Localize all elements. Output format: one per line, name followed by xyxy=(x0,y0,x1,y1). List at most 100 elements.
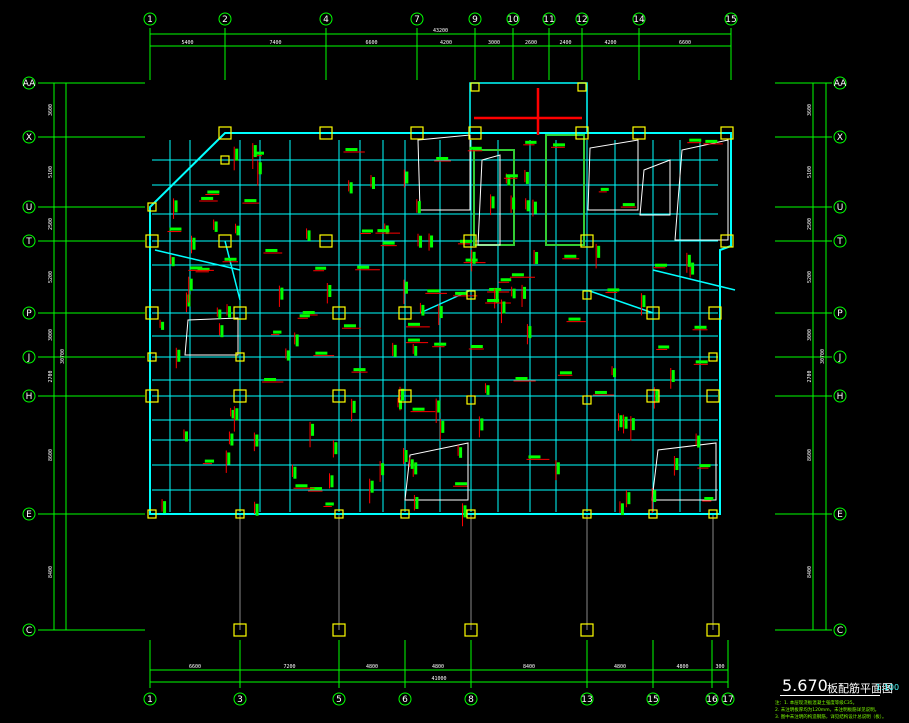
column xyxy=(580,234,594,248)
rebar-tag xyxy=(495,290,499,303)
rebar-tag xyxy=(192,237,196,250)
column xyxy=(147,202,157,212)
rebar-tag xyxy=(345,148,358,152)
axis-bubble-right-circle xyxy=(833,350,847,364)
rebar-tag xyxy=(231,409,235,419)
rebar-tag xyxy=(505,174,518,178)
axis-bubble-bottom-label: 6 xyxy=(402,695,408,705)
rebar-tag xyxy=(441,420,445,433)
left-segment-dim-label: 8600 xyxy=(48,449,54,461)
bottom-segment-dim-label: 4800 xyxy=(366,664,378,670)
right-segment-dim-label: 3000 xyxy=(807,329,813,341)
axis-bubble-left-label: C xyxy=(26,626,32,636)
title-underline xyxy=(780,695,880,696)
rebar-tag xyxy=(430,235,434,248)
top-segment-dim-label: 6600 xyxy=(365,40,377,46)
axis-bubble-bottom-circle xyxy=(721,692,735,706)
rebar-tag xyxy=(414,345,418,356)
rebar-tag xyxy=(511,273,524,277)
axis-bubble-right-label: E xyxy=(837,510,843,520)
slab-openings xyxy=(184,134,729,501)
rebar-tag xyxy=(265,248,278,252)
rebar-tag xyxy=(398,399,402,410)
rebar-tag xyxy=(299,314,310,318)
column xyxy=(332,389,346,403)
axis-bubble-left-circle xyxy=(22,306,36,320)
axis-bubble-top-circle xyxy=(632,12,646,26)
slab-opening xyxy=(639,159,671,216)
column xyxy=(400,509,410,519)
axis-bubble-bottom-label: 1 xyxy=(147,695,153,705)
rebar-tag xyxy=(295,484,308,488)
rebar-tag xyxy=(410,459,414,469)
rebar-tag xyxy=(528,455,541,459)
rebar-tag xyxy=(244,199,257,203)
axis-bubble-right-circle xyxy=(833,200,847,214)
column xyxy=(233,623,247,637)
rebar-tag xyxy=(553,143,566,147)
rebar-tag xyxy=(407,338,420,342)
axis-bubble-bottom-label: 5 xyxy=(336,695,342,705)
rebar-tag xyxy=(280,287,284,300)
axis-bubble-top-circle xyxy=(724,12,738,26)
rebar-tag xyxy=(480,418,484,431)
left-segment-dim-label: 5100 xyxy=(48,166,54,178)
rebar-tag xyxy=(437,400,441,413)
slab-opening xyxy=(184,317,239,356)
rebar-tag xyxy=(258,162,262,175)
top-total-dim-label: 43200 xyxy=(433,28,448,34)
axis-bubble-right-label: J xyxy=(838,353,842,363)
rebar-tag xyxy=(227,452,231,465)
axis-bubble-bottom-label: 16 xyxy=(706,695,718,705)
rebar-tag xyxy=(502,301,506,314)
rebar-tag xyxy=(197,267,210,271)
axis-bubble-left-label: U xyxy=(26,203,33,213)
axis-bubble-bottom-circle xyxy=(398,692,412,706)
right-segment-dim-label: 5100 xyxy=(807,166,813,178)
rebar-tag xyxy=(214,221,218,232)
rebar-tag xyxy=(697,435,701,448)
rebar-tag xyxy=(415,496,419,509)
rebar-tag xyxy=(694,325,707,329)
rebar-tag xyxy=(163,501,167,514)
axis-bubble-bottom-circle xyxy=(233,692,247,706)
rebar-tag xyxy=(224,257,237,261)
rebar-tag xyxy=(704,497,714,501)
rebar-tag xyxy=(528,326,532,339)
column xyxy=(582,509,592,519)
rebar-tag xyxy=(507,175,511,186)
rebar-tag xyxy=(235,148,239,161)
right-segment-dim-label: 8400 xyxy=(807,566,813,578)
axis-bubble-left-label: AA xyxy=(23,79,36,89)
column xyxy=(233,389,247,403)
slab-opening xyxy=(674,139,729,241)
axis-bubble-top-circle xyxy=(410,12,424,26)
rebar-tag xyxy=(174,200,178,213)
axis-bubble-bottom-label: 15 xyxy=(647,695,658,705)
axis-bubble-left-label: P xyxy=(26,309,32,319)
rebar-tag xyxy=(407,322,420,326)
axis-bubble-right-circle xyxy=(833,234,847,248)
rebar-tag xyxy=(624,416,628,429)
rebar-tag xyxy=(559,371,572,375)
rebar-tag xyxy=(412,407,425,411)
axis-bubble-left-circle xyxy=(22,234,36,248)
axis-bubble-bottom-label: 17 xyxy=(722,695,733,705)
rebar-tag xyxy=(235,408,239,421)
axis-bubble-top-label: 7 xyxy=(414,15,420,25)
right-segment-dim-label: 2500 xyxy=(807,218,813,230)
rebar-tag xyxy=(255,503,259,516)
bottom-segment-dim-label: 4800 xyxy=(432,664,444,670)
column xyxy=(463,234,477,248)
rebar-tag xyxy=(169,227,182,231)
column xyxy=(582,290,592,300)
rebar-tag xyxy=(600,187,609,191)
left-total-dim-label: 30700 xyxy=(60,349,66,364)
top-segment-dim-label: 6600 xyxy=(679,40,691,46)
axis-bubble-top-circle xyxy=(319,12,333,26)
rebar-tag xyxy=(325,502,334,506)
rebar-tag xyxy=(286,350,290,361)
rebar-tag xyxy=(631,418,635,431)
rebar-tag xyxy=(523,286,527,299)
column xyxy=(708,509,718,519)
